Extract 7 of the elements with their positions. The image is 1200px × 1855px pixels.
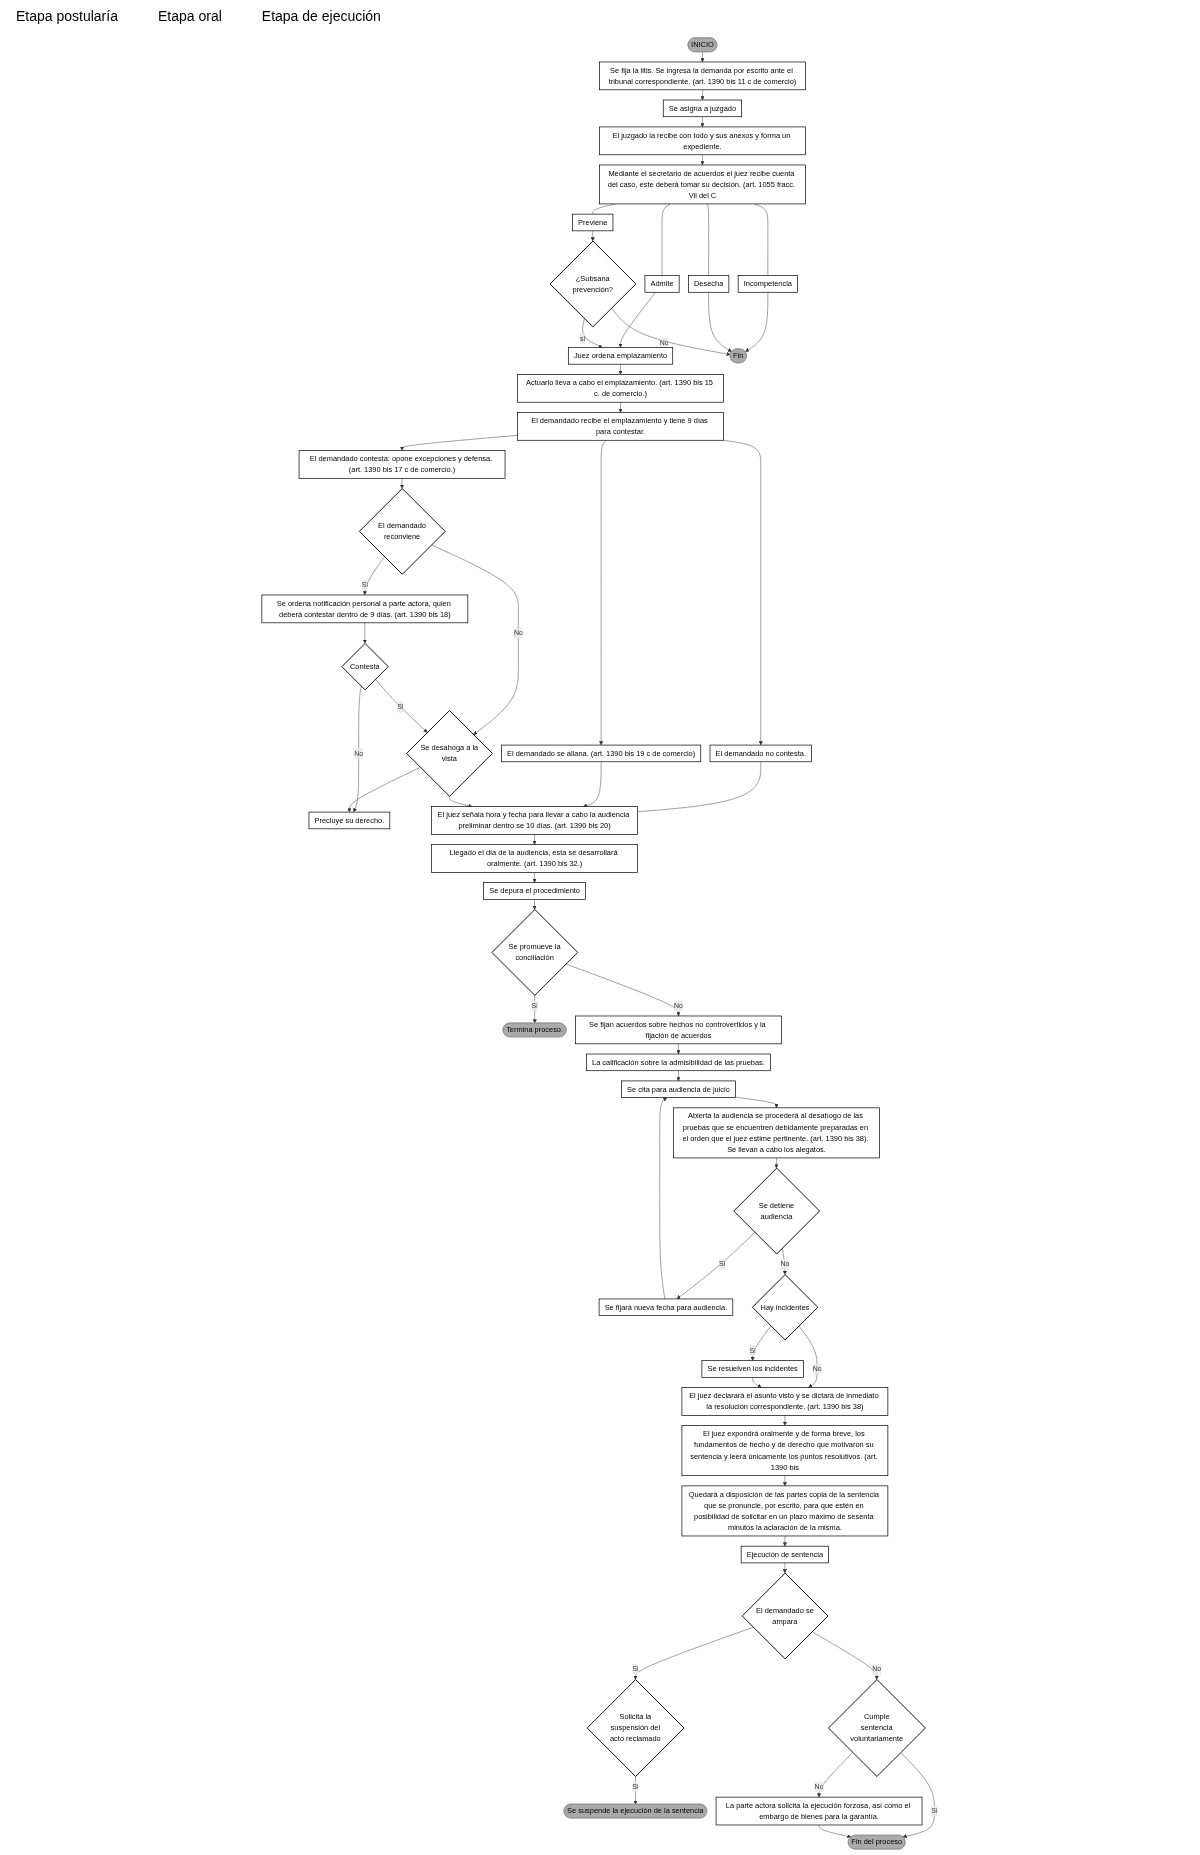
- stage-label: Etapa postularía: [16, 8, 118, 26]
- connector: [662, 203, 671, 276]
- stage-label: Etapa de ejecución: [261, 8, 381, 26]
- stage-label: Etapa oral: [157, 8, 222, 26]
- connector: [707, 203, 710, 276]
- connector: [637, 761, 762, 812]
- connector: [754, 203, 769, 276]
